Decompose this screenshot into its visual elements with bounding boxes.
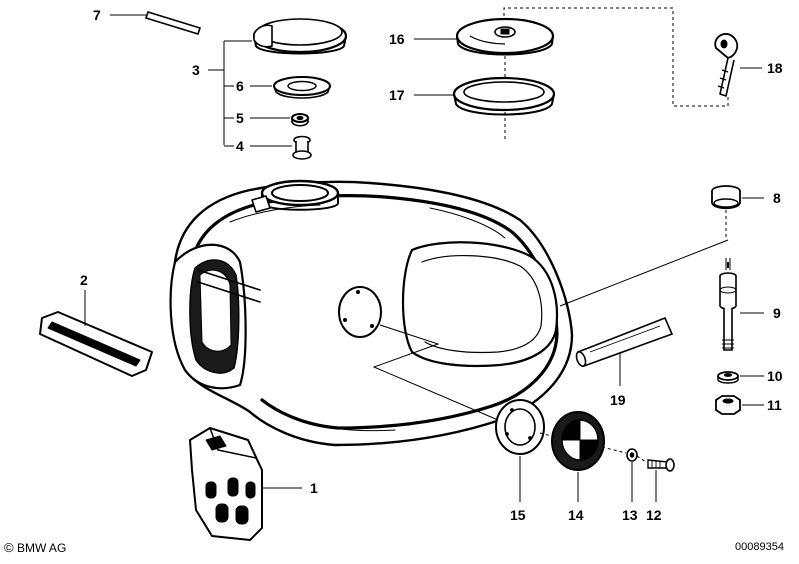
callout-6: 6: [236, 78, 244, 94]
diagram-number: 00089354: [735, 541, 784, 553]
callout-13: 13: [622, 507, 638, 523]
nut-11: [715, 395, 741, 415]
callout-9: 9: [773, 305, 781, 321]
callout-10: 10: [767, 368, 783, 384]
fuel-tank: [169, 179, 574, 447]
lock-ring: [452, 76, 556, 116]
lock-cap: [455, 17, 555, 56]
washer-13: [626, 448, 638, 462]
callout-19: 19: [610, 392, 626, 408]
callout-14: 14: [568, 507, 584, 523]
callout-18: 18: [767, 60, 783, 76]
callout-4: 4: [236, 138, 244, 154]
washer-5: [291, 113, 309, 127]
callout-3: 3: [192, 62, 200, 78]
screw-12: [647, 458, 675, 472]
callout-7: 7: [93, 7, 101, 23]
copyright-brand: BMW AG: [16, 541, 67, 555]
callout-17: 17: [389, 87, 405, 103]
callout-2: 2: [80, 272, 88, 288]
callout-8: 8: [773, 190, 781, 206]
stud-bolt-9: [719, 258, 737, 351]
callout-12: 12: [646, 507, 662, 523]
callout-15: 15: [510, 507, 526, 523]
washer-10: [717, 371, 739, 384]
fuel-cap: [252, 18, 348, 55]
rubber-mount-block: [189, 427, 263, 541]
bmw-emblem-14: [551, 411, 605, 471]
copyright-symbol: ©: [4, 540, 14, 555]
hose-19: [575, 316, 674, 368]
callout-5: 5: [236, 110, 244, 126]
callout-1: 1: [310, 480, 318, 496]
rubber-strip: [39, 311, 153, 377]
cap-nut-8: [711, 185, 741, 210]
callout-labels: 7 3 6 5 4 16 17 18 8 9 10 11 19 15 14 13…: [80, 7, 783, 523]
leader-lines: [84, 7, 764, 502]
cap-seal: [273, 76, 331, 99]
callout-11: 11: [767, 397, 782, 413]
copyright-footer: © BMW AG: [4, 540, 66, 555]
key: [714, 33, 739, 97]
screw-4: [292, 135, 312, 160]
badge-gasket-15: [495, 399, 545, 455]
callout-16: 16: [389, 31, 405, 47]
pin-7: [144, 11, 202, 35]
